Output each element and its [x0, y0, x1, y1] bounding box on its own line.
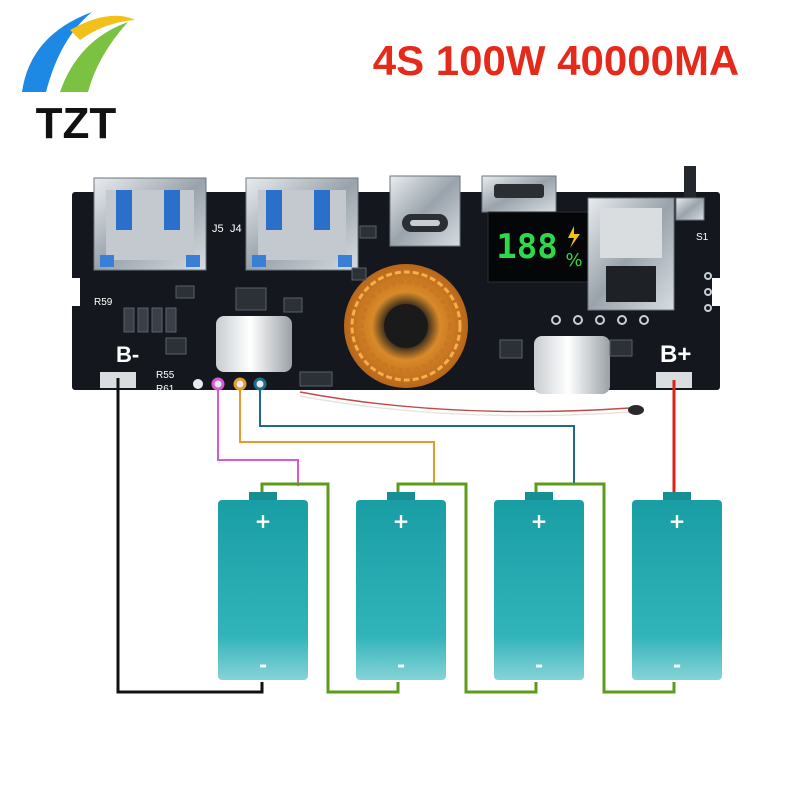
pad-balance-2	[233, 377, 247, 391]
pad-balance-1	[211, 377, 225, 391]
label-j5: J5	[212, 223, 224, 235]
tzt-logo: TZT	[22, 12, 135, 148]
battery-minus-label: -	[673, 653, 681, 677]
battery-cell-3: +-	[494, 492, 584, 680]
battery-minus-label: -	[259, 653, 267, 677]
battery-terminal	[663, 492, 691, 502]
battery-body	[356, 500, 446, 680]
battery-cell-1: +-	[218, 492, 308, 680]
pad-ntc	[193, 379, 203, 389]
wire-orange-balance	[239, 388, 435, 484]
ntc-thermistor	[299, 391, 644, 417]
label-r61: R61	[156, 384, 175, 395]
pad-balance-3	[253, 377, 267, 391]
battery-terminal	[525, 492, 553, 502]
display-percent: %	[565, 250, 582, 271]
battery-pack: +-+-+-+-	[218, 492, 722, 680]
battery-body	[218, 500, 308, 680]
label-r59: R59	[94, 297, 113, 308]
logo-swoosh-green	[60, 22, 128, 92]
wire-series-2	[396, 482, 538, 694]
logo-swoosh-blue	[22, 12, 92, 92]
header-pins	[551, 272, 712, 325]
wire-blue-balance	[259, 388, 575, 484]
battery-plus-label: +	[531, 509, 548, 533]
wire-black-negative	[116, 378, 264, 694]
led-display: 188 %	[487, 211, 589, 283]
label-s1: S1	[696, 232, 709, 243]
logo-text: TZT	[36, 99, 117, 148]
battery-minus-label: -	[397, 653, 405, 677]
power-switch	[675, 166, 705, 221]
capacitor-right	[534, 336, 610, 394]
pcb-board: J5 J4 188 % S1	[72, 166, 720, 395]
display-digits: 188	[496, 227, 557, 267]
battery-plus-label: +	[255, 509, 272, 533]
battery-plus-label: +	[393, 509, 410, 533]
usb-c-port	[389, 175, 461, 247]
usb-a-port-1	[93, 177, 207, 271]
lightning-icon	[568, 226, 580, 248]
label-b-minus: B-	[116, 342, 139, 367]
wire-series-1	[260, 482, 400, 694]
wire-pink-balance	[217, 388, 299, 486]
capacitor-left	[216, 316, 292, 372]
battery-body	[632, 500, 722, 680]
label-j4: J4	[230, 223, 242, 235]
wire-series-3	[534, 482, 676, 694]
usb-a-port-2	[245, 177, 359, 271]
product-title: 4S 100W 40000MA	[373, 37, 740, 84]
smd-components	[123, 225, 633, 387]
battery-minus-label: -	[535, 653, 543, 677]
battery-body	[494, 500, 584, 680]
logo-swoosh-yellow	[70, 15, 135, 40]
micro-usb-port	[481, 175, 557, 213]
battery-cell-2: +-	[356, 492, 446, 680]
label-r55: R55	[156, 370, 175, 381]
battery-terminal	[249, 492, 277, 502]
toroid-inductor	[344, 264, 468, 388]
battery-cell-4: +-	[632, 492, 722, 680]
battery-plus-label: +	[669, 509, 686, 533]
battery-terminal	[387, 492, 415, 502]
lightning-port	[587, 197, 675, 311]
label-b-plus: B+	[660, 341, 691, 368]
